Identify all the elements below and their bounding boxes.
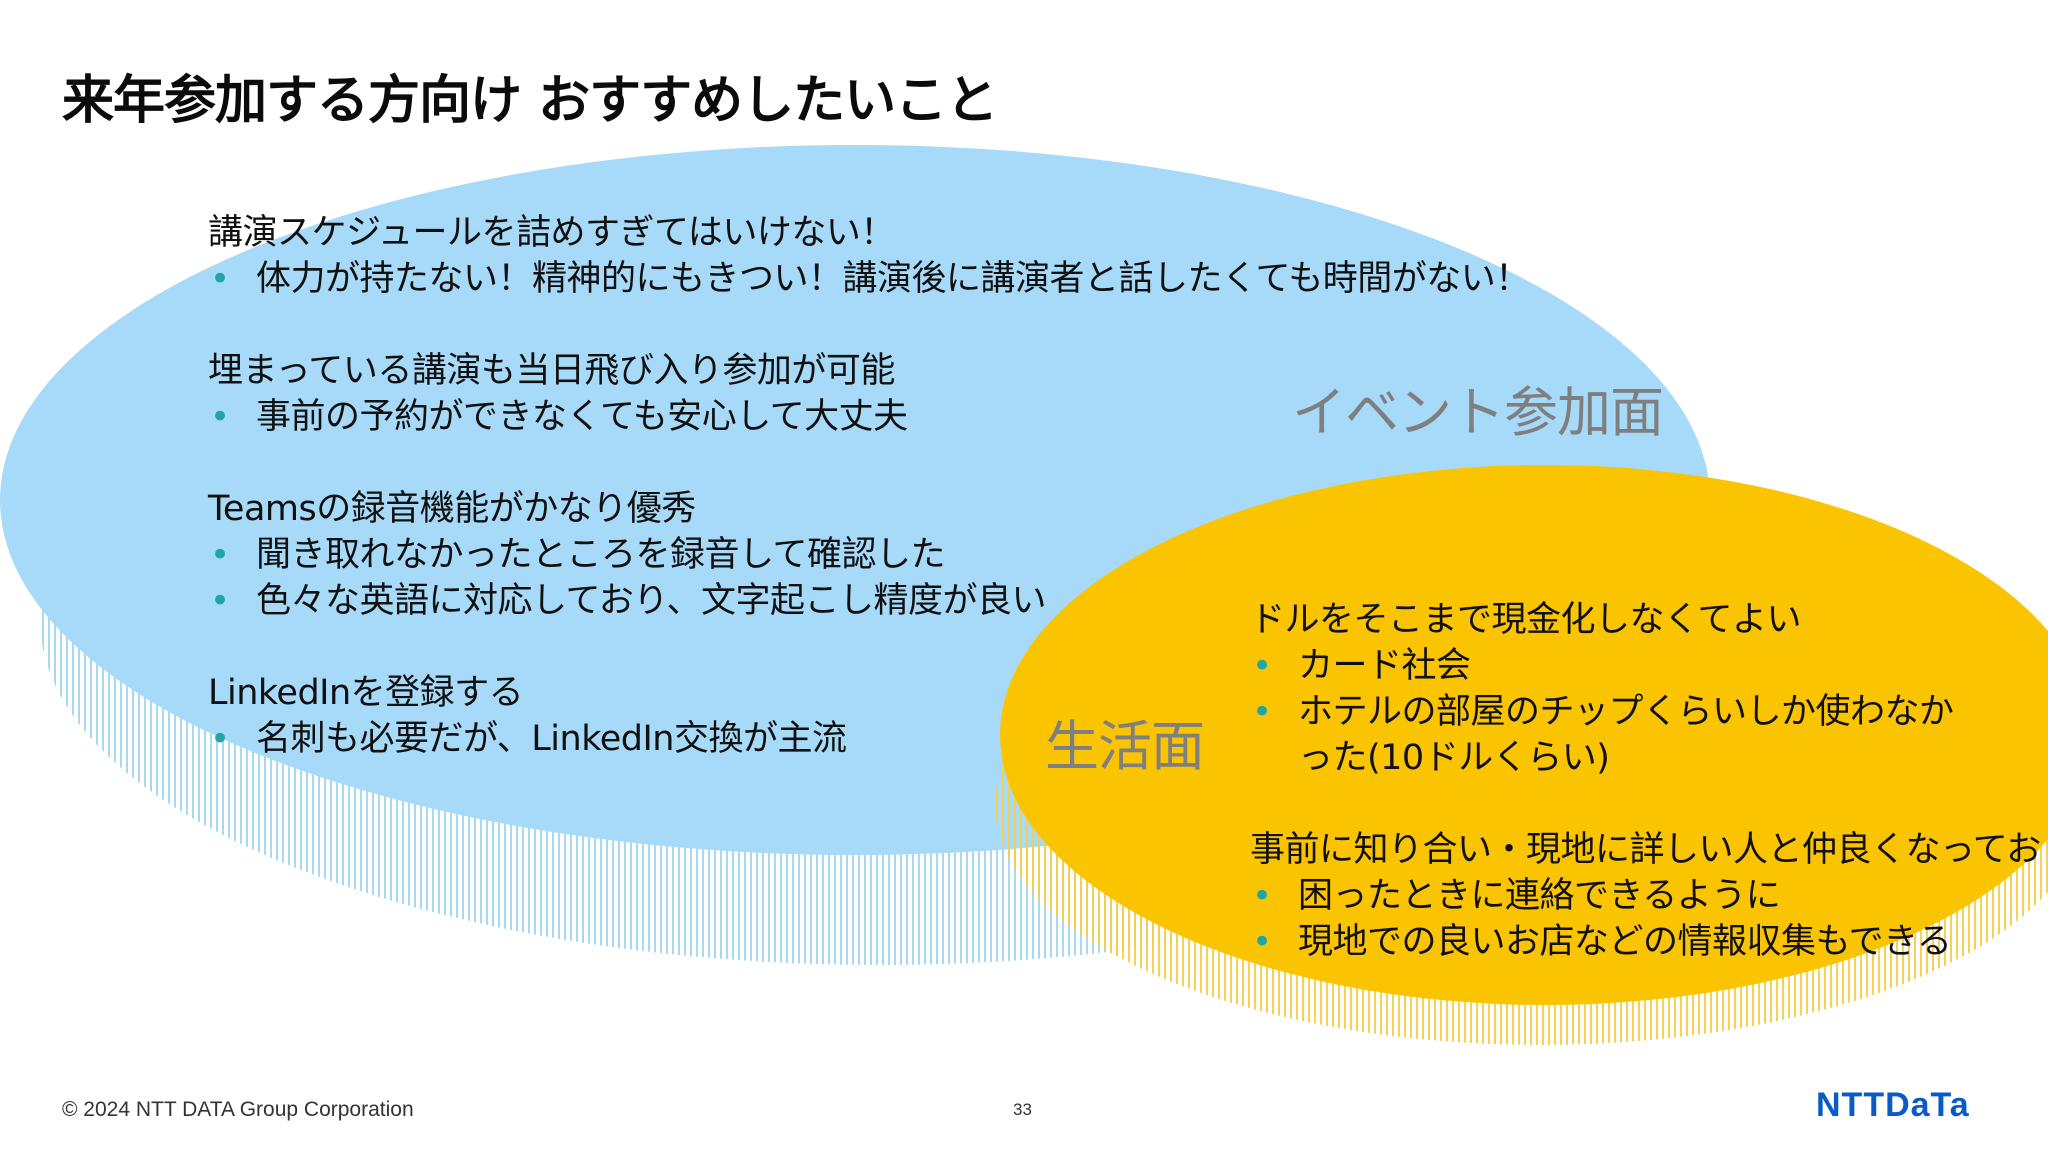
bullet-list: • 聞き取れなかったところを録音して確認した • 色々な英語に対応しており、文字起こ… xyxy=(208,532,1530,624)
bullet-list: • 事前の予約ができなくても安心して大丈夫 xyxy=(208,394,1530,440)
bullet-icon: • xyxy=(1252,876,1272,916)
event-section: 埋まっている講演も当日飛び入り参加が可能 • 事前の予約ができなくても安心して大丈… xyxy=(208,348,1530,440)
section-heading: 埋まっている講演も当日飛び入り参加が可能 xyxy=(208,351,895,391)
event-area-label: イベント参加面 xyxy=(1292,381,1664,444)
bullet-text: ホテルの部屋のチップくらいしか使わなかった(10ドルくらい) xyxy=(1298,692,1954,778)
life-area-shape xyxy=(1000,465,2048,1005)
bullet-icon: • xyxy=(210,581,230,621)
bullet-text: 色々な英語に対応しており、文字起こし精度が良い xyxy=(256,581,1047,621)
bullet-item: • 名刺も必要だが、LinkedIn交換が主流 xyxy=(208,716,1530,762)
page-title: 来年参加する方向け おすすめしたいこと xyxy=(62,71,998,131)
section-heading: 講演スケジュールを詰めすぎてはいけない！ xyxy=(208,213,895,253)
section-heading: LinkedInを登録する xyxy=(208,673,524,713)
event-section: 講演スケジュールを詰めすぎてはいけない！ • 体力が持たない！精神的にもきつい！講… xyxy=(208,210,1530,302)
bullet-item: • 現地での良いお店などの情報収集もできる xyxy=(1250,919,2048,965)
section-heading: Teamsの録音機能がかなり優秀 xyxy=(208,489,696,529)
bullet-item: • カード社会 xyxy=(1250,643,2048,689)
copyright-text: © 2024 NTT DATA Group Corporation xyxy=(62,1098,414,1121)
event-area-content: 講演スケジュールを詰めすぎてはいけない！ • 体力が持たない！精神的にもきつい！講… xyxy=(208,210,1530,762)
bullet-icon: • xyxy=(210,397,230,437)
life-section: 事前に知り合い・現地に詳しい人と仲良くなっておく • 困ったときに連絡できるように… xyxy=(1250,827,2048,965)
bullet-text: 聞き取れなかったところを録音して確認した xyxy=(256,535,945,575)
bullet-text: 名刺も必要だが、LinkedIn交換が主流 xyxy=(256,719,847,759)
bullet-item: • 体力が持たない！精神的にもきつい！講演後に講演者と話したくても時間がない！ xyxy=(208,256,1530,302)
bullet-icon: • xyxy=(1252,646,1272,686)
section-heading: ドルをそこまで現金化しなくてよい xyxy=(1250,600,1801,640)
bullet-text: 事前の予約ができなくても安心して大丈夫 xyxy=(256,397,908,437)
bullet-list: • 体力が持たない！精神的にもきつい！講演後に講演者と話したくても時間がない！ xyxy=(208,256,1530,302)
bullet-list: • 名刺も必要だが、LinkedIn交換が主流 xyxy=(208,716,1530,762)
bullet-item: • 事前の予約ができなくても安心して大丈夫 xyxy=(208,394,1530,440)
ntt-data-logo: NTTDaTa xyxy=(1816,1086,1970,1124)
life-area-content: ドルをそこまで現金化しなくてよい • カード社会 • ホテルの部屋のチップくらいしか… xyxy=(1250,597,2048,965)
bullet-text: 体力が持たない！精神的にもきつい！講演後に講演者と話したくても時間がない！ xyxy=(256,259,1530,299)
bullet-text: 困ったときに連絡できるように xyxy=(1298,876,1781,916)
bullet-list: • 困ったときに連絡できるように • 現地での良いお店などの情報収集もできる xyxy=(1250,873,2048,965)
life-section: ドルをそこまで現金化しなくてよい • カード社会 • ホテルの部屋のチップくらいしか… xyxy=(1250,597,2048,781)
bullet-icon: • xyxy=(1252,922,1272,962)
bullet-list: • カード社会 • ホテルの部屋のチップくらいしか使わなかった(10ドルくらい) xyxy=(1250,643,2048,781)
bullet-text: カード社会 xyxy=(1298,646,1471,686)
bullet-item: • ホテルの部屋のチップくらいしか使わなかった(10ドルくらい) xyxy=(1250,689,1978,781)
page-number: 33 xyxy=(1013,1100,1032,1119)
event-section: LinkedInを登録する • 名刺も必要だが、LinkedIn交換が主流 xyxy=(208,670,1530,762)
bullet-item: • 色々な英語に対応しており、文字起こし精度が良い xyxy=(208,578,1530,624)
section-heading: 事前に知り合い・現地に詳しい人と仲良くなっておく xyxy=(1250,830,2048,870)
bullet-item: • 聞き取れなかったところを録音して確認した xyxy=(208,532,1530,578)
bullet-icon: • xyxy=(210,535,230,575)
bullet-icon: • xyxy=(1252,692,1272,732)
bullet-icon: • xyxy=(210,259,230,299)
bullet-icon: • xyxy=(210,719,230,759)
bullet-text: 現地での良いお店などの情報収集もできる xyxy=(1298,922,1952,962)
bullet-item: • 困ったときに連絡できるように xyxy=(1250,873,2048,919)
life-area-label: 生活面 xyxy=(1045,715,1205,778)
event-section: Teamsの録音機能がかなり優秀 • 聞き取れなかったところを録音して確認した •… xyxy=(208,486,1530,624)
